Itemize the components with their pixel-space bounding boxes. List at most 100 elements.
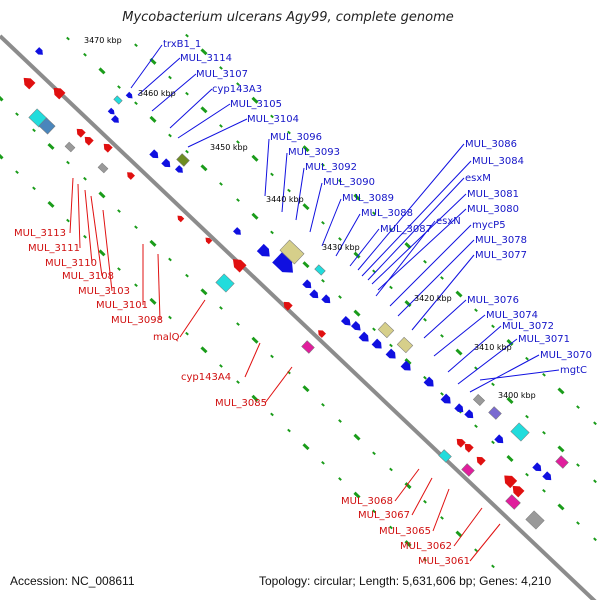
- leader-line: [371, 193, 467, 285]
- gene-label[interactable]: MUL_3074: [486, 310, 538, 321]
- gene-label[interactable]: MUL_3061: [418, 556, 470, 567]
- leader-line: [457, 338, 518, 385]
- forward-gene: [454, 403, 464, 413]
- gene-label[interactable]: cyp143A3: [212, 84, 262, 95]
- gene-label[interactable]: MUL_3093: [288, 147, 340, 158]
- gene-label[interactable]: MUL_3087: [380, 224, 432, 235]
- forward-gene-shape: [440, 393, 451, 404]
- ruler-tick: [270, 114, 274, 119]
- ruler-tick: [117, 209, 121, 213]
- gene-label[interactable]: MUL_3081: [467, 189, 519, 200]
- reverse-gene-shape: [53, 87, 66, 100]
- ruler-tick: [236, 82, 240, 86]
- gene-label[interactable]: MUL_3072: [502, 321, 554, 332]
- leader-line: [361, 160, 472, 277]
- ruler-tick: [32, 186, 36, 191]
- gene-label[interactable]: MUL_3062: [400, 541, 452, 552]
- gene-label[interactable]: MUL_3076: [467, 295, 519, 306]
- gene-label[interactable]: MUL_3096: [270, 132, 322, 143]
- gene-label[interactable]: MUL_3077: [475, 250, 527, 261]
- gene-label[interactable]: MUL_3090: [323, 177, 375, 188]
- gene-label[interactable]: trxB1_1: [163, 39, 201, 50]
- gene-label[interactable]: MUL_3092: [305, 162, 357, 173]
- gene-label[interactable]: MUL_3107: [196, 69, 248, 80]
- gene-label[interactable]: MUL_3067: [358, 510, 410, 521]
- ruler-tick: [389, 525, 393, 530]
- ruler-tick: [506, 455, 514, 462]
- gene-label[interactable]: esxM: [465, 173, 491, 184]
- forward-gene-shape: [454, 403, 464, 413]
- gene-label[interactable]: MUL_3114: [180, 53, 232, 64]
- gene-label[interactable]: cyp143A4: [181, 372, 231, 383]
- ruler-tick: [321, 461, 325, 465]
- ruler-tick: [423, 499, 427, 504]
- gene-label[interactable]: MUL_3101: [96, 300, 148, 311]
- ruler-tick: [474, 366, 478, 371]
- gene-label[interactable]: MUL_3071: [518, 334, 570, 345]
- gene-label[interactable]: malQ: [153, 332, 180, 343]
- gene-label[interactable]: MUL_3108: [62, 271, 114, 282]
- ruler-tick: [353, 251, 361, 259]
- gene-label[interactable]: MUL_3070: [540, 350, 592, 361]
- gene-label[interactable]: MUL_3085: [215, 398, 267, 409]
- gene-label[interactable]: MUL_3111: [28, 243, 80, 254]
- gene-label[interactable]: MUL_3065: [379, 526, 431, 537]
- ruler-tick: [404, 358, 412, 366]
- gray-feature-shape: [64, 141, 76, 153]
- gene-label[interactable]: MUL_3110: [45, 258, 97, 269]
- ruler-tick: [270, 172, 274, 177]
- forward-gene-shape: [272, 252, 293, 273]
- ruler-tick: [338, 477, 342, 481]
- reverse-gene-shape: [205, 237, 213, 245]
- leader-line: [423, 299, 467, 339]
- ruler-tick: [66, 218, 70, 223]
- ruler-tick: [389, 285, 393, 290]
- forward-gene-shape: [400, 360, 411, 371]
- gene-label[interactable]: MUL_3105: [230, 99, 282, 110]
- leader-line: [453, 507, 483, 547]
- gene-label[interactable]: MUL_3078: [475, 235, 527, 246]
- cyan-feature: [314, 264, 326, 276]
- ruler-tick: [66, 36, 70, 41]
- gene-label[interactable]: MUL_3080: [467, 204, 519, 215]
- leader-line: [264, 138, 270, 197]
- reverse-gene-shape: [318, 330, 326, 338]
- ruler-tick: [168, 133, 172, 138]
- ruler-tick: [321, 279, 325, 283]
- ruler-tick: [287, 428, 291, 433]
- gene-label[interactable]: MUL_3113: [14, 228, 66, 239]
- ruler-tick: [321, 221, 325, 225]
- gene-label[interactable]: esxN: [436, 216, 461, 227]
- gene-label[interactable]: MUL_3103: [78, 286, 130, 297]
- gene-label[interactable]: MUL_3089: [342, 193, 394, 204]
- ruler-tick: [576, 463, 580, 467]
- ruler-tick: [440, 276, 444, 280]
- ruler-tick: [47, 200, 55, 208]
- leader-line: [335, 213, 361, 257]
- gene-label[interactable]: MUL_3088: [361, 208, 413, 219]
- ruler-tick: [168, 257, 172, 262]
- ruler-tick: [372, 509, 376, 514]
- gene-label[interactable]: MUL_3098: [111, 315, 163, 326]
- reverse-gene: [23, 77, 36, 90]
- ruler-tick: [200, 48, 208, 56]
- forward-gene-shape: [125, 91, 133, 99]
- gene-label[interactable]: MUL_3068: [341, 496, 393, 507]
- gene-label[interactable]: MUL_3084: [472, 156, 524, 167]
- gene-label[interactable]: mycP5: [472, 220, 506, 231]
- leader-line: [367, 177, 465, 281]
- reverse-gene-shape: [103, 143, 113, 153]
- cyan-feature: [510, 422, 530, 442]
- gene-label[interactable]: mgtC: [560, 365, 587, 376]
- ruler-tick: [353, 433, 361, 441]
- forward-gene: [400, 360, 411, 371]
- reverse-gene-shape: [232, 259, 247, 273]
- gene-label[interactable]: MUL_3104: [247, 114, 299, 125]
- reverse-gene: [232, 259, 247, 273]
- ruler-tick: [287, 188, 291, 193]
- gene-label[interactable]: MUL_3086: [465, 139, 517, 150]
- ruler-tick: [251, 96, 259, 104]
- ruler-tick: [185, 91, 189, 96]
- ruler-tick: [557, 503, 565, 511]
- ruler-tick: [440, 334, 444, 338]
